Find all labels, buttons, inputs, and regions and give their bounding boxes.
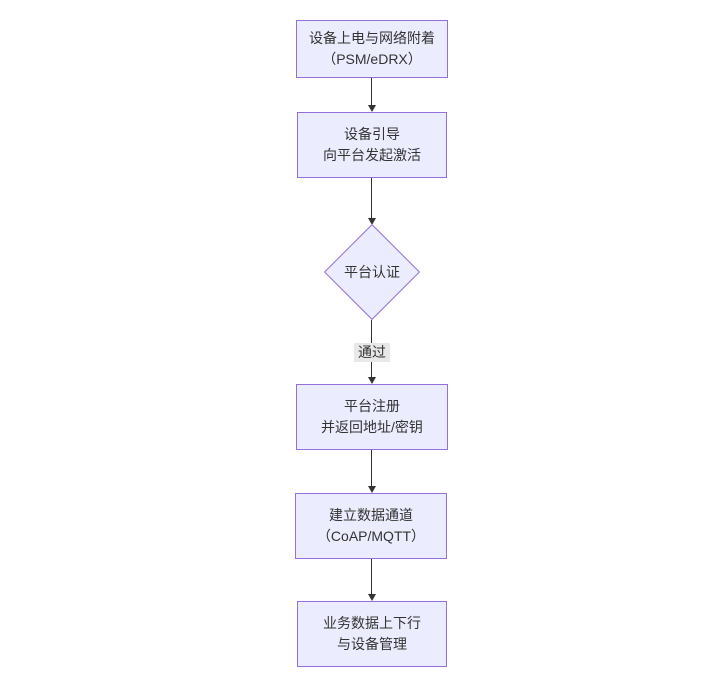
node-label-line: 平台注册 xyxy=(344,398,400,414)
arrowhead-down-icon xyxy=(367,486,376,493)
node-label-line: 设备引导 xyxy=(344,126,400,142)
node-power-network-attach: 设备上电与网络附着 （PSM/eDRX） xyxy=(296,20,448,78)
node-label-line: 建立数据通道 xyxy=(329,507,413,523)
node-label-line: 向平台发起激活 xyxy=(323,147,421,163)
node-platform-auth-label: 平台认证 xyxy=(344,264,400,280)
edge-line xyxy=(371,559,372,595)
arrowhead-down-icon xyxy=(367,105,376,112)
node-label-line: 业务数据上下行 xyxy=(323,615,421,631)
node-label-line: 设备上电与网络附着 xyxy=(309,30,435,46)
node-device-bootstrap: 设备引导 向平台发起激活 xyxy=(297,112,447,178)
arrowhead-down-icon xyxy=(367,377,376,384)
arrowhead-down-icon xyxy=(367,594,376,601)
edge-label-pass: 通过 xyxy=(354,343,390,362)
node-platform-register: 平台注册 并返回地址/密钥 xyxy=(296,384,448,450)
node-label-line: 与设备管理 xyxy=(337,636,407,652)
node-data-channel: 建立数据通道 （CoAP/MQTT） xyxy=(295,493,447,559)
arrowhead-down-icon xyxy=(367,218,376,225)
node-business-data-management: 业务数据上下行 与设备管理 xyxy=(297,601,447,667)
edge-line xyxy=(371,178,372,219)
node-label-line: 并返回地址/密钥 xyxy=(321,419,423,435)
node-label-line: （CoAP/MQTT） xyxy=(316,528,426,544)
edge-line xyxy=(371,78,372,106)
node-label-line: （PSM/eDRX） xyxy=(322,51,422,67)
edge-line xyxy=(371,450,372,487)
